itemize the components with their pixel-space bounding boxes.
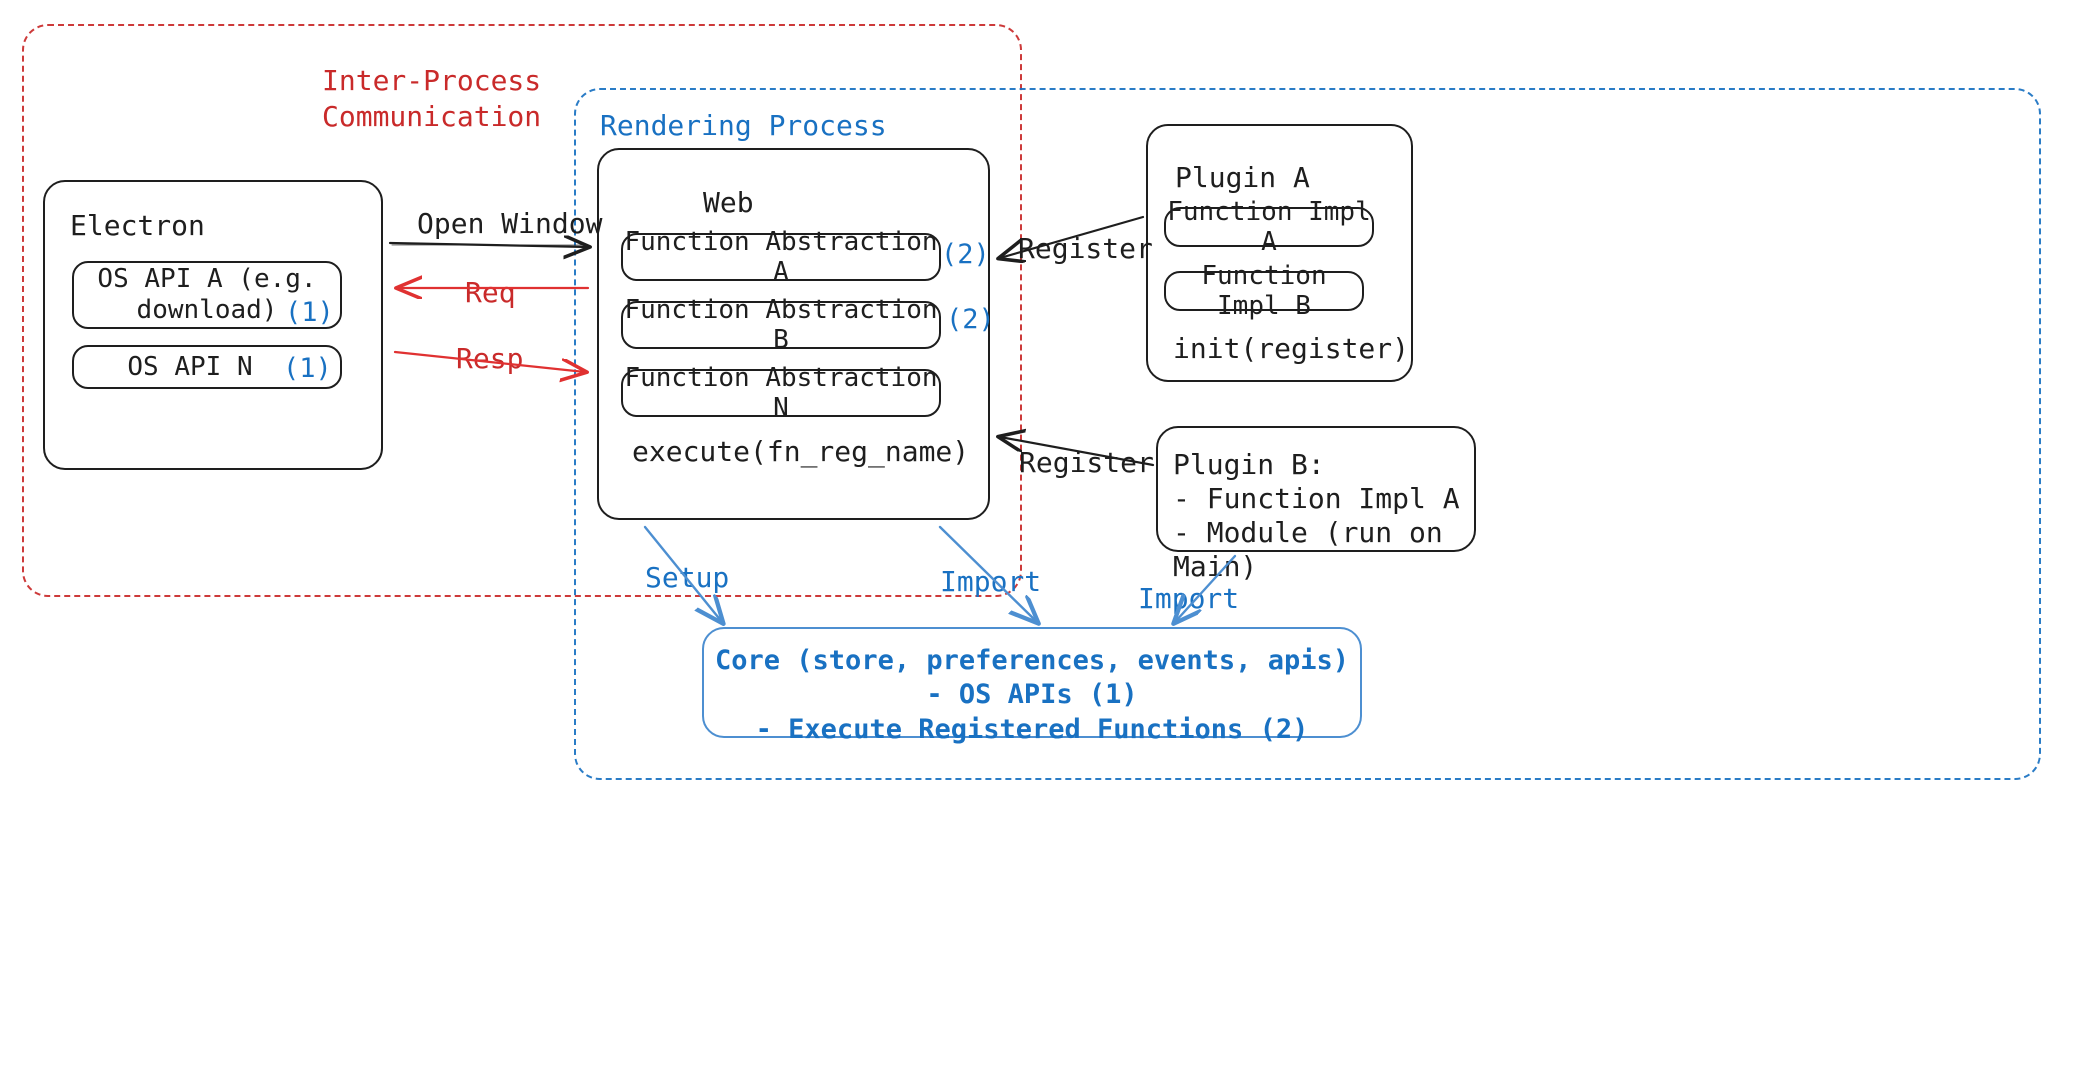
edge-label-req: Req: [465, 276, 516, 309]
edge-label-setup: Setup: [645, 561, 730, 594]
region-ipc-label: Inter-Process Communication: [322, 64, 542, 133]
function-abstraction-n-box[interactable]: Function Abstraction N: [621, 363, 941, 423]
edge-label-resp: Resp: [456, 342, 524, 375]
os-api-n-box[interactable]: OS API N: [72, 345, 342, 389]
function-abstraction-n-label: Function Abstraction N: [624, 363, 938, 423]
edge-label-register-plugin-b: Register: [1019, 446, 1154, 479]
plugin-a-function-impl-b-box[interactable]: Function Impl B: [1164, 261, 1364, 321]
edge-label-import-web: Import: [940, 565, 1042, 598]
core-lines: Core (store, preferences, events, apis) …: [715, 645, 1349, 745]
function-abstraction-a-box[interactable]: Function Abstraction A: [621, 227, 941, 287]
plugin-b-lines: Plugin B: - Function Impl A - Module (ru…: [1173, 448, 1460, 584]
function-abstraction-a-marker: (2): [941, 239, 990, 270]
os-api-n-marker: (1): [283, 353, 332, 384]
plugin-a-function-impl-a-label: Function Impl A: [1167, 197, 1371, 257]
electron-title: Electron: [70, 209, 205, 242]
function-abstraction-a-label: Function Abstraction A: [624, 227, 938, 287]
function-abstraction-b-box[interactable]: Function Abstraction B: [621, 295, 941, 355]
plugin-a-function-impl-a-box[interactable]: Function Impl A: [1164, 197, 1374, 257]
plugin-a-title: Plugin A: [1175, 161, 1310, 194]
os-api-a-marker: (1): [285, 297, 334, 328]
web-title: Web: [703, 186, 754, 219]
web-execute-label: execute(fn_reg_name): [632, 435, 970, 468]
function-abstraction-b-marker: (2): [946, 304, 995, 335]
plugin-a-function-impl-b-label: Function Impl B: [1201, 261, 1327, 321]
os-api-a-label: OS API A (e.g. download): [97, 263, 317, 325]
function-abstraction-b-label: Function Abstraction B: [624, 295, 938, 355]
core-box: [702, 627, 1362, 738]
region-rendering-process-label: Rendering Process: [600, 109, 887, 142]
electron-box: [43, 180, 383, 470]
edge-label-register-plugin-a: Register: [1018, 232, 1153, 265]
region-rendering-process: [574, 88, 2041, 780]
web-box: [597, 148, 990, 520]
plugin-a-init-label: init(register): [1173, 332, 1410, 365]
os-api-a-box[interactable]: OS API A (e.g. download): [72, 261, 342, 329]
plugin-a-box: [1146, 124, 1413, 382]
edge-label-open-window: Open Window: [417, 207, 603, 240]
os-api-n-label: OS API N: [127, 352, 253, 382]
region-inter-process-communication: [22, 24, 1022, 597]
plugin-b-box: [1156, 426, 1476, 552]
edge-label-import-plugin-b: Import: [1138, 582, 1240, 615]
